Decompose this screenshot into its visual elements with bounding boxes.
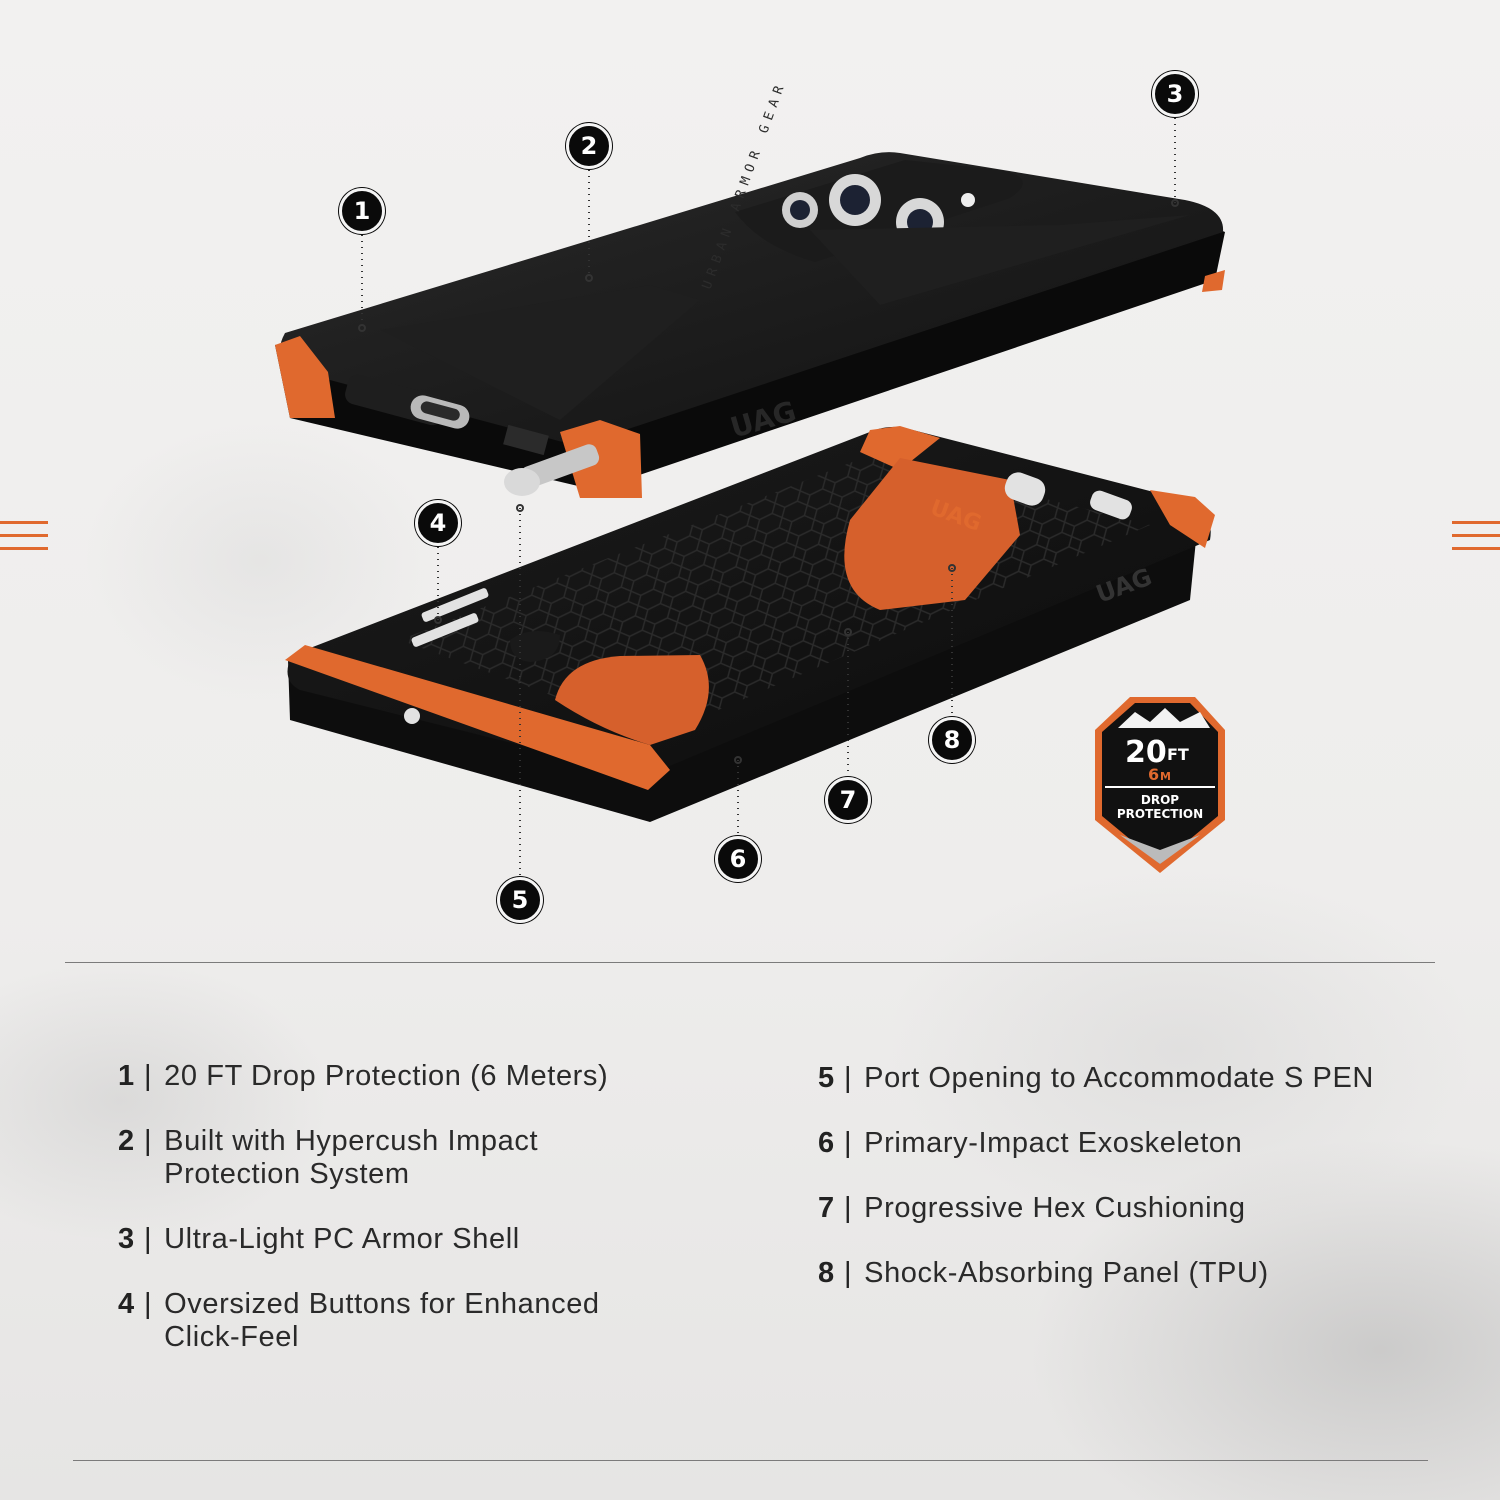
feature-text: Progressive Hex Cushioning	[864, 1192, 1246, 1224]
feature-separator: |	[844, 1127, 853, 1159]
feature-item: 5 | Port Opening to Accommodate S PEN	[818, 1062, 1418, 1095]
feature-column-left: 1 | 20 FT Drop Protection (6 Meters) 2 |…	[118, 1060, 738, 1386]
marker-6: 6	[715, 836, 761, 882]
drop-protection-badge-icon: 20 FT 6 M DROP PROTECTION	[1095, 697, 1225, 873]
bottom-divider	[73, 1460, 1428, 1461]
top-divider	[65, 962, 1435, 963]
feature-separator: |	[844, 1257, 853, 1289]
feature-text: Shock-Absorbing Panel (TPU)	[864, 1257, 1269, 1289]
armor-shell: UAG URBAN ARMOR GEAR	[275, 78, 1225, 498]
feature-number: 8	[818, 1257, 835, 1289]
feature-item: 3 | Ultra-Light PC Armor Shell	[118, 1223, 738, 1256]
feature-separator: |	[144, 1223, 153, 1255]
marker-3: 3	[1152, 71, 1198, 117]
leader-lines	[361, 118, 1176, 876]
feature-number: 7	[818, 1192, 835, 1224]
product-exploded-view: UAG URBAN ARMOR GEAR UAG UAG	[275, 78, 1225, 876]
feature-item: 4 | Oversized Buttons for Enhanced Click…	[118, 1288, 738, 1354]
feature-text: Primary-Impact Exoskeleton	[864, 1127, 1243, 1159]
svg-text:FT: FT	[1167, 745, 1189, 764]
marker-4: 4	[415, 500, 461, 546]
feature-separator: |	[144, 1288, 153, 1320]
right-orange-lines-icon	[1452, 521, 1500, 560]
feature-item: 1 | 20 FT Drop Protection (6 Meters)	[118, 1060, 738, 1093]
feature-column-right: 5 | Port Opening to Accommodate S PEN 6 …	[818, 1062, 1418, 1386]
feature-text: Ultra-Light PC Armor Shell	[164, 1223, 520, 1255]
feature-number: 2	[118, 1125, 135, 1157]
marker-7: 7	[825, 777, 871, 823]
feature-item: 7 | Progressive Hex Cushioning	[818, 1192, 1418, 1225]
feature-number: 4	[118, 1288, 135, 1320]
marker-5: 5	[497, 877, 543, 923]
feature-item: 6 | Primary-Impact Exoskeleton	[818, 1127, 1418, 1160]
svg-text:PROTECTION: PROTECTION	[1117, 807, 1203, 821]
feature-text: Port Opening to Accommodate S PEN	[864, 1062, 1374, 1094]
feature-number: 6	[818, 1127, 835, 1159]
feature-item: 8 | Shock-Absorbing Panel (TPU)	[818, 1257, 1418, 1290]
leader-dots	[358, 199, 1179, 764]
svg-text:20: 20	[1125, 735, 1167, 770]
feature-number: 3	[118, 1223, 135, 1255]
feature-number: 5	[818, 1062, 835, 1094]
svg-text:M: M	[1160, 770, 1171, 783]
marker-2: 2	[566, 123, 612, 169]
feature-text: 20 FT Drop Protection (6 Meters)	[164, 1060, 609, 1092]
feature-separator: |	[844, 1192, 853, 1224]
marker-8: 8	[929, 717, 975, 763]
feature-separator: |	[844, 1062, 853, 1094]
feature-item: 2 | Built with Hypercush Impact Protecti…	[118, 1125, 738, 1191]
feature-separator: |	[144, 1060, 153, 1092]
feature-text: Oversized Buttons for Enhanced Click-Fee…	[164, 1288, 600, 1353]
feature-text: Built with Hypercush Impact Protection S…	[164, 1125, 539, 1190]
left-orange-lines-icon	[0, 521, 48, 560]
svg-text:6: 6	[1148, 765, 1159, 784]
feature-separator: |	[144, 1125, 153, 1157]
feature-list: 1 | 20 FT Drop Protection (6 Meters) 2 |…	[118, 1060, 1418, 1386]
marker-1: 1	[339, 188, 385, 234]
svg-text:DROP: DROP	[1141, 793, 1179, 807]
exoskeleton: UAG UAG	[285, 426, 1215, 822]
feature-number: 1	[118, 1060, 135, 1092]
